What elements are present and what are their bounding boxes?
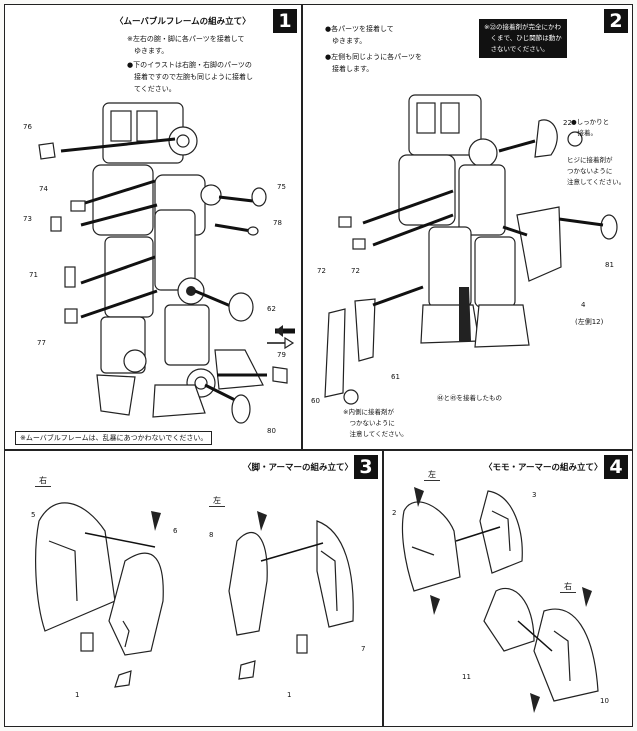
part-number: 60 [311,397,320,405]
part-number: 74 [39,185,48,193]
part-number: 1 [287,691,292,699]
instruction-note: ※左右の腕・脚に各パーツを接着して ゆきます。 [127,35,245,55]
step-title: 〈モモ・アーマーの組み立て〉 [484,463,603,473]
step-number: 4 [604,455,628,479]
instruction-note: ●各パーツを接着して ゆきます。 [325,25,394,45]
part-number: 2 [392,509,397,517]
part-number: 72 [317,267,326,275]
leg-armor-illustration [35,502,354,688]
part-number: 80 [267,427,276,435]
frame-assembly-illustration [38,102,295,424]
step-number: 2 [604,9,628,33]
part-number: 3 [532,491,537,499]
part-number: 10 [600,697,609,705]
step-title: 〈ムーバブルフレームの組み立て〉 [115,17,251,27]
movable-frame-figure [92,102,264,418]
glue-callout: ㊹と㊺を接着したもの [437,394,502,402]
arm-assembly-illustration [324,94,618,405]
part-number: 72 [351,267,360,275]
side-label: 右 [35,475,51,487]
part-number: 77 [37,339,46,347]
part-number: 75 [277,183,286,191]
part-number: 78 [273,219,282,227]
step-title: 〈脚・アーマーの組み立て〉 [243,463,353,473]
caution-footnote: ※ムーバブルフレームは、乱暴にあつかわないでください。 [15,431,213,445]
part-number: 73 [23,215,32,223]
part-number: 7 [361,645,366,653]
step-number: 1 [273,9,297,33]
side-label: 左 [209,495,225,507]
glue-callout: ヒジに接着剤が つかないように 注意してください。 [567,156,626,186]
step-1-panel: 1 〈ムーバブルフレームの組み立て〉 ※左右の腕・脚に各パーツを接着して ゆきま… [4,4,302,450]
part-number: 22 [563,119,572,127]
step-3-panel: 3 〈脚・アーマーの組み立て〉 右 左 5 6 1 8 7 1 [4,450,383,727]
side-label: 左 [424,469,440,481]
warning-box: ※㉒の接着剤が完全にかわ くまで、ひじ関節は動か さないでください。 [479,19,567,58]
step-2-panel: 2 ●各パーツを接着して ゆきます。 ●左側も同じように各パーツを 接着します。… [302,4,633,450]
part-number: 5 [31,511,36,519]
part-number: 76 [23,123,32,131]
part-number: 8 [209,531,214,539]
part-number: 11 [462,673,471,681]
thigh-armor-illustration [401,487,599,713]
part-number: 81 [605,261,614,269]
step-number: 3 [354,455,378,479]
step-4-panel: 4 〈モモ・アーマーの組み立て〉 左 右 2 3 11 10 [383,450,633,727]
part-number: 61 [391,373,400,381]
part-number: 79 [277,351,286,359]
part-number: (左側12) [575,318,604,326]
side-label: 右 [560,581,576,593]
glue-callout: ※内側に接着剤が つかないように 注意してください。 [343,408,408,438]
part-number: 62 [267,305,276,313]
glue-callout: ●しっかりと 接着。 [571,118,610,137]
instruction-note: ●左側も同じように各パーツを 接着します。 [325,53,422,73]
part-number: 4 [581,301,586,309]
part-number: 71 [29,271,38,279]
instruction-note: ●下のイラストは右腕・右脚のパーツの 接着ですので左腕も同じように接着し てくだ… [127,61,253,93]
part-number: 1 [75,691,80,699]
part-number: 6 [173,527,178,535]
frame-figure [398,94,530,348]
